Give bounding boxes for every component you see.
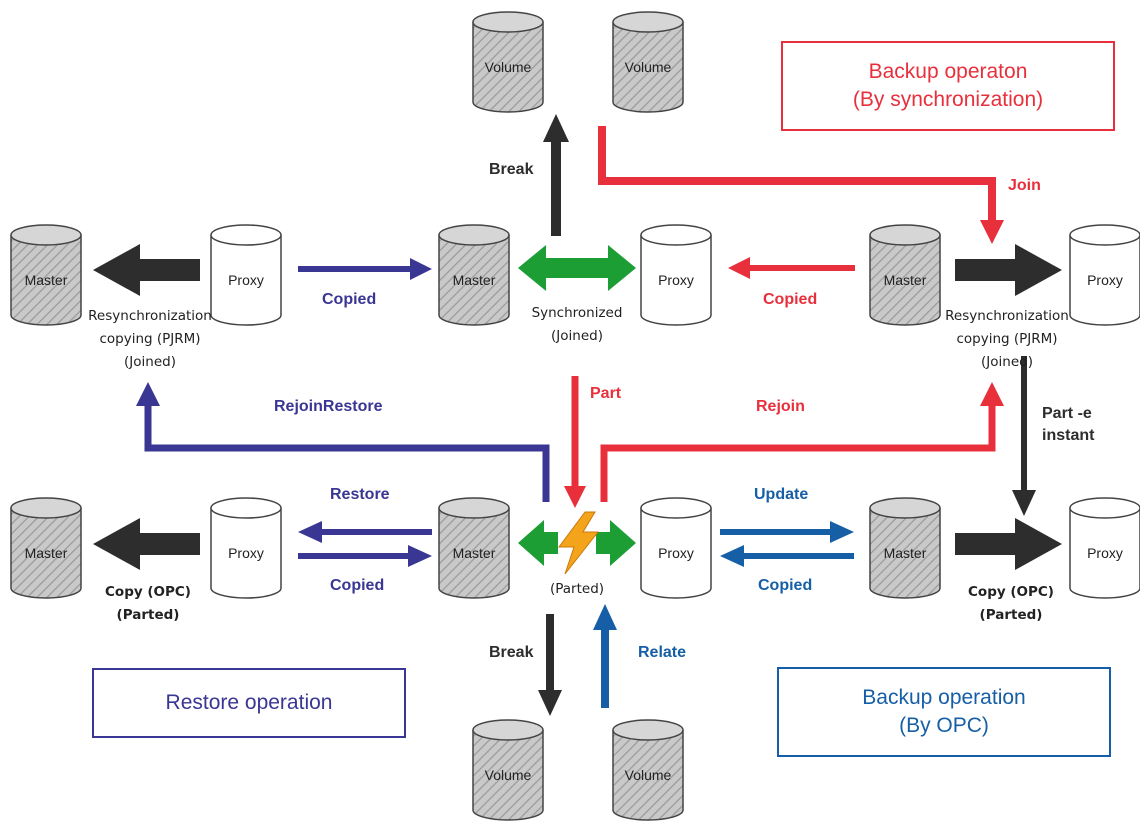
svg-text:copying (PJRM): copying (PJRM) xyxy=(99,331,200,347)
label-restore: Restore xyxy=(330,486,390,503)
state-right-copy: Copy (OPC) (Parted) xyxy=(968,584,1054,623)
label-instant: instant xyxy=(1042,427,1095,444)
part-e-arrow xyxy=(1012,356,1036,516)
copied-arrow-row2-left xyxy=(298,545,432,567)
state-left-copy: Copy (OPC) (Parted) xyxy=(105,584,191,623)
svg-text:Copy (OPC): Copy (OPC) xyxy=(968,584,1054,600)
volume-bottom-right: Volume xyxy=(612,719,684,821)
svg-text:(Parted): (Parted) xyxy=(117,607,180,623)
proxy-row1-center: Proxy xyxy=(640,224,712,326)
svg-text:Proxy: Proxy xyxy=(658,272,694,288)
state-right-resync: Resynchronization copying (PJRM) (Joined… xyxy=(945,308,1069,370)
svg-text:Master: Master xyxy=(453,545,496,561)
box-backup-opc-line2: (By OPC) xyxy=(899,714,989,737)
svg-text:Volume: Volume xyxy=(485,59,532,75)
label-copied-row1-right: Copied xyxy=(763,291,817,308)
state-center-parted: (Parted) xyxy=(550,581,604,597)
label-break-top: Break xyxy=(489,161,534,178)
copied-arrow-row1-left xyxy=(298,258,432,280)
svg-text:(Joined): (Joined) xyxy=(124,354,176,370)
label-join: Join xyxy=(1008,177,1041,194)
svg-text:Master: Master xyxy=(25,545,68,561)
svg-text:Master: Master xyxy=(884,545,927,561)
svg-text:(Joined): (Joined) xyxy=(551,328,603,344)
label-rejoin-restore: RejoinRestore xyxy=(274,398,383,415)
svg-text:Proxy: Proxy xyxy=(1087,545,1123,561)
fat-arrow-row1-right xyxy=(955,244,1062,296)
fat-arrow-row2-left xyxy=(93,518,200,570)
svg-text:Master: Master xyxy=(25,272,68,288)
part-arrow xyxy=(564,376,586,508)
volume-top-left: Volume xyxy=(472,11,544,113)
green-parted-arrow-left xyxy=(518,520,558,566)
proxy-row2-right: Proxy xyxy=(1069,497,1140,599)
lightning-icon xyxy=(558,511,600,575)
label-part: Part xyxy=(590,385,622,402)
fat-arrow-row2-right xyxy=(955,518,1062,570)
update-arrow xyxy=(720,521,854,543)
svg-text:Volume: Volume xyxy=(625,767,672,783)
svg-text:(Parted): (Parted) xyxy=(980,607,1043,623)
volume-bottom-left: Volume xyxy=(472,719,544,821)
fat-arrow-row1-left xyxy=(93,244,200,296)
svg-text:Master: Master xyxy=(884,272,927,288)
green-parted-arrow-right xyxy=(596,520,636,566)
label-copied-row2-right: Copied xyxy=(758,577,812,594)
proxy-row1-left: Proxy xyxy=(210,224,282,326)
proxy-row2-left: Proxy xyxy=(210,497,282,599)
label-part-e: Part -e xyxy=(1042,405,1092,422)
svg-text:Proxy: Proxy xyxy=(228,272,264,288)
box-backup-opc: Backup operation (By OPC) xyxy=(777,667,1111,757)
svg-text:Proxy: Proxy xyxy=(228,545,264,561)
box-restore: Restore operation xyxy=(92,668,406,738)
rejoin-arrow xyxy=(600,382,1004,502)
label-rejoin: Rejoin xyxy=(756,398,805,415)
state-center-sync: Synchronized (Joined) xyxy=(532,305,623,344)
state-left-resync: Resynchronization copying (PJRM) (Joined… xyxy=(88,308,212,370)
svg-text:Volume: Volume xyxy=(485,767,532,783)
svg-text:Synchronized: Synchronized xyxy=(532,305,623,321)
relate-arrow xyxy=(593,604,617,708)
master-row1-right: Master xyxy=(869,224,941,326)
break-top-arrow xyxy=(543,114,569,236)
label-update: Update xyxy=(754,486,808,503)
svg-text:Proxy: Proxy xyxy=(1087,272,1123,288)
box-restore-line: Restore operation xyxy=(165,691,333,714)
label-copied-row1-left: Copied xyxy=(322,291,376,308)
copied-arrow-row2-right xyxy=(720,545,854,567)
master-row2-left: Master xyxy=(10,497,82,599)
restore-arrow xyxy=(298,521,432,543)
box-backup-opc-line1: Backup operation xyxy=(862,686,1026,709)
svg-text:Resynchronization: Resynchronization xyxy=(88,308,212,324)
proxy-row1-right: Proxy xyxy=(1069,224,1140,326)
copied-arrow-row1-right xyxy=(728,257,855,279)
box-backup-sync: Backup operaton (By synchronization) xyxy=(781,41,1115,131)
svg-text:Resynchronization: Resynchronization xyxy=(945,308,1069,324)
label-break-bottom: Break xyxy=(489,644,534,661)
master-row2-right: Master xyxy=(869,497,941,599)
box-backup-sync-line1: Backup operaton xyxy=(868,60,1028,83)
break-bottom-arrow xyxy=(538,614,562,716)
master-row1-left: Master xyxy=(10,224,82,326)
box-backup-sync-line2: (By synchronization) xyxy=(852,88,1044,111)
master-row2-center: Master xyxy=(438,497,510,599)
green-sync-arrow xyxy=(518,245,636,291)
svg-text:(Joined): (Joined) xyxy=(981,354,1033,370)
svg-text:Copy (OPC): Copy (OPC) xyxy=(105,584,191,600)
join-arrow xyxy=(598,126,1004,244)
master-row1-center: Master xyxy=(438,224,510,326)
svg-text:copying (PJRM): copying (PJRM) xyxy=(956,331,1057,347)
proxy-row2-center: Proxy xyxy=(640,497,712,599)
volume-top-right: Volume xyxy=(612,11,684,113)
label-relate: Relate xyxy=(638,644,686,661)
svg-text:Proxy: Proxy xyxy=(658,545,694,561)
label-copied-row2-left: Copied xyxy=(330,577,384,594)
svg-text:Master: Master xyxy=(453,272,496,288)
svg-text:Volume: Volume xyxy=(625,59,672,75)
rejoin-restore-arrow xyxy=(136,382,550,502)
